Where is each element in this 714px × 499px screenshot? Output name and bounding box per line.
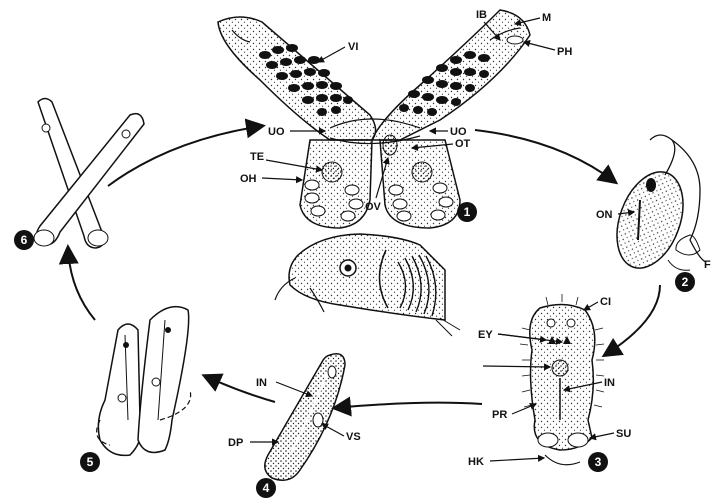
stage4-diporpa: IN DP VS 4 (228, 354, 361, 498)
arrow-3-to-4 (335, 403, 482, 408)
stage2-number: 2 (682, 275, 689, 289)
arrow-2-to-3 (605, 285, 660, 355)
label-in-stage4: IN (256, 377, 267, 389)
label-f: F (704, 259, 711, 271)
label-ey: EY (478, 329, 493, 341)
label-uo-right: UO (450, 126, 467, 138)
label-ov: OV (365, 201, 382, 213)
stage5-pair: 5 (80, 307, 191, 472)
stage1-number: 1 (464, 205, 471, 219)
label-on: ON (596, 209, 613, 221)
stage5-number: 5 (87, 455, 94, 469)
stage1-adult-worm (218, 10, 530, 228)
label-te: TE (250, 151, 264, 163)
label-oh: OH (240, 173, 257, 185)
stage3-number: 3 (595, 455, 602, 469)
label-uo-left: UO (268, 126, 285, 138)
stage2-egg: ON F 2 (596, 135, 711, 292)
label-in-stage3: IN (604, 377, 615, 389)
label-dp: DP (228, 437, 243, 449)
label-hk: HK (468, 456, 484, 468)
label-vs: VS (346, 431, 361, 443)
label-m: M (542, 12, 551, 24)
fish-host (275, 234, 460, 336)
label-ph: PH (557, 46, 572, 58)
stage4-number: 4 (263, 481, 270, 495)
label-pr: PR (492, 409, 507, 421)
arrow-5-to-6 (68, 248, 95, 320)
label-ot: OT (455, 138, 471, 150)
stage6-number: 6 (21, 233, 28, 247)
stage3-larva: CI EY IN PR SU HK 3 (468, 294, 631, 472)
label-vi: VI (348, 41, 358, 53)
label-ib: IB (476, 9, 487, 21)
label-su: SU (616, 428, 631, 440)
label-ci: CI (600, 296, 611, 308)
arrow-1-to-2 (475, 130, 615, 182)
